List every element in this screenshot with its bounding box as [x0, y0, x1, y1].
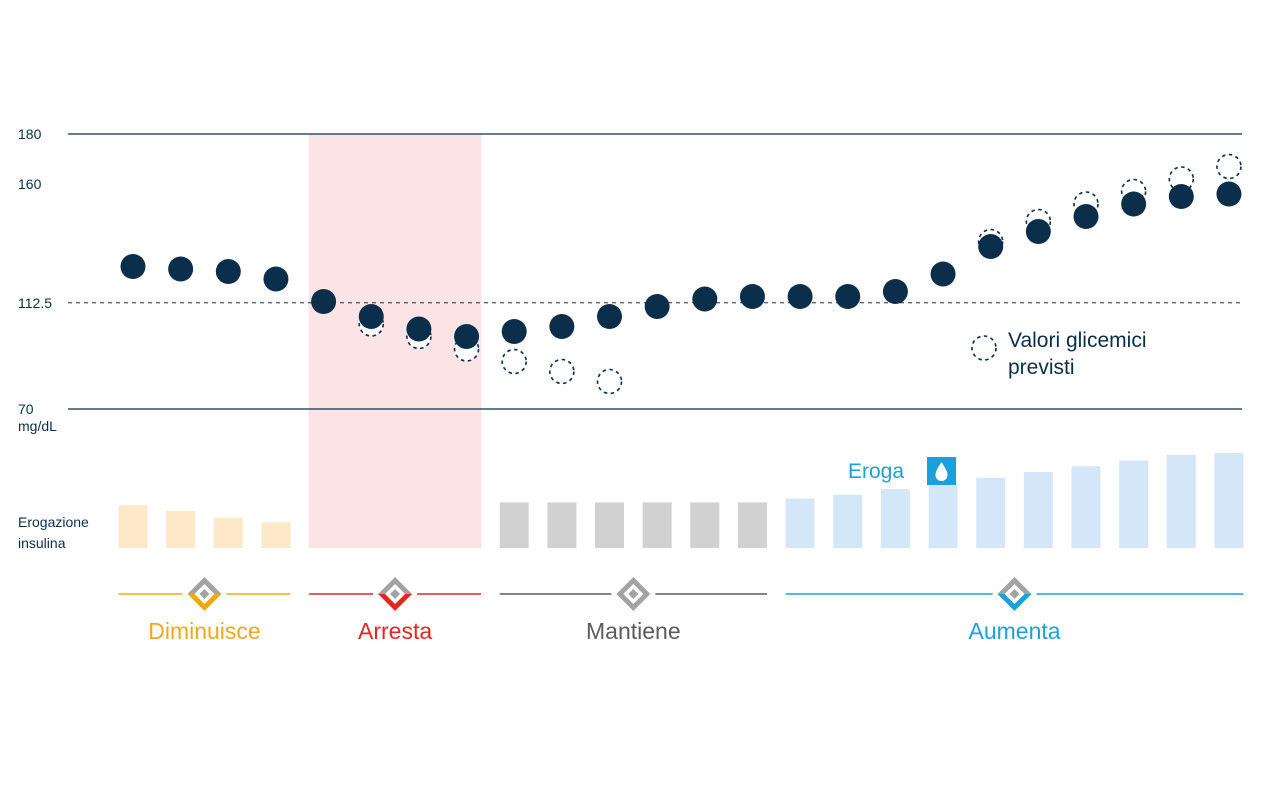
glucose-points	[120, 153, 1242, 395]
insulin-bar	[499, 502, 529, 548]
glucose-point	[978, 234, 1004, 259]
y-unit-label: mg/dL	[18, 418, 57, 434]
insulin-bar	[1214, 453, 1244, 548]
phase-label: Mantiene	[586, 618, 681, 644]
glucose-point	[1216, 181, 1242, 207]
glucose-point	[406, 316, 432, 342]
phase-aumenta: Aumenta	[785, 577, 1244, 644]
phase-indicators: Diminuisce Arresta Mantiene Aumenta	[118, 577, 1244, 644]
glucose-point	[739, 284, 765, 309]
insulin-bar	[833, 494, 863, 548]
glucose-point	[882, 279, 908, 304]
phase-label: Aumenta	[968, 618, 1060, 644]
predicted-point	[501, 348, 528, 375]
suspend-band-layer	[308, 134, 482, 548]
glucose-point	[501, 319, 527, 344]
drop-icon	[935, 462, 948, 482]
predicted-point	[1216, 153, 1242, 180]
predicted-point	[1168, 166, 1195, 192]
insulin-bar	[261, 522, 291, 548]
insulin-bar	[642, 502, 672, 548]
y-tick-label: 180	[18, 126, 42, 142]
glucose-point	[1168, 184, 1194, 209]
phase-diamond-icon	[616, 577, 651, 611]
insulin-bar	[976, 477, 1006, 548]
insulin-bar	[213, 517, 243, 548]
insulin-bar	[1071, 466, 1101, 548]
glucose-point	[263, 266, 289, 292]
insulin-bar	[166, 510, 196, 548]
phase-label: Arresta	[358, 618, 432, 644]
eroga-indicator: Eroga	[848, 457, 956, 485]
predicted-point	[596, 368, 623, 395]
glucose-point	[549, 314, 575, 339]
glucose-point	[311, 289, 337, 314]
glucose-point	[358, 304, 384, 329]
insulin-bar	[547, 502, 577, 548]
glucose-point	[787, 284, 813, 309]
glucose-point	[835, 284, 861, 309]
glucose-point	[454, 324, 480, 349]
eroga-label: Eroga	[848, 460, 904, 483]
insulin-bar	[928, 483, 958, 548]
phase-arresta: Arresta	[309, 577, 482, 644]
predicted-point	[549, 358, 575, 385]
insulin-bar	[1119, 460, 1149, 548]
glucose-point	[930, 261, 956, 287]
phase-diamond-icon	[378, 577, 413, 611]
phase-label: Diminuisce	[148, 618, 260, 644]
legend-predicted-marker	[971, 335, 997, 361]
insulin-bar	[118, 505, 148, 548]
glucose-point	[692, 286, 718, 312]
insulin-bar	[785, 498, 815, 548]
insulin-bar	[595, 502, 624, 548]
insulin-bars	[118, 453, 1244, 548]
y-tick-label: 70	[18, 401, 34, 417]
phase-mantiene: Mantiene	[499, 577, 767, 644]
phase-diamond-icon	[187, 577, 222, 611]
phase-diminuisce: Diminuisce	[118, 577, 291, 644]
glucose-point	[215, 259, 241, 284]
phase-diamond-icon	[997, 577, 1032, 611]
suspend-band	[308, 134, 482, 548]
y-tick-label: 160	[18, 176, 42, 192]
insulin-bar	[880, 489, 910, 548]
insulin-bar	[737, 502, 767, 548]
glucose-point	[120, 254, 146, 279]
y-tick-label: 112.5	[18, 295, 52, 311]
glucose-point	[1121, 191, 1147, 217]
glucose-point	[597, 304, 622, 329]
y-axis-ticks: mg/dL 180 160 112.5 70	[18, 126, 57, 434]
insulin-bar	[1023, 472, 1053, 548]
glucose-point	[644, 294, 670, 319]
insulin-bar	[1166, 454, 1196, 548]
glucose-point	[1073, 204, 1099, 229]
insulin-bar	[690, 502, 720, 548]
glucose-point	[168, 256, 194, 282]
glucose-point	[1025, 219, 1051, 244]
